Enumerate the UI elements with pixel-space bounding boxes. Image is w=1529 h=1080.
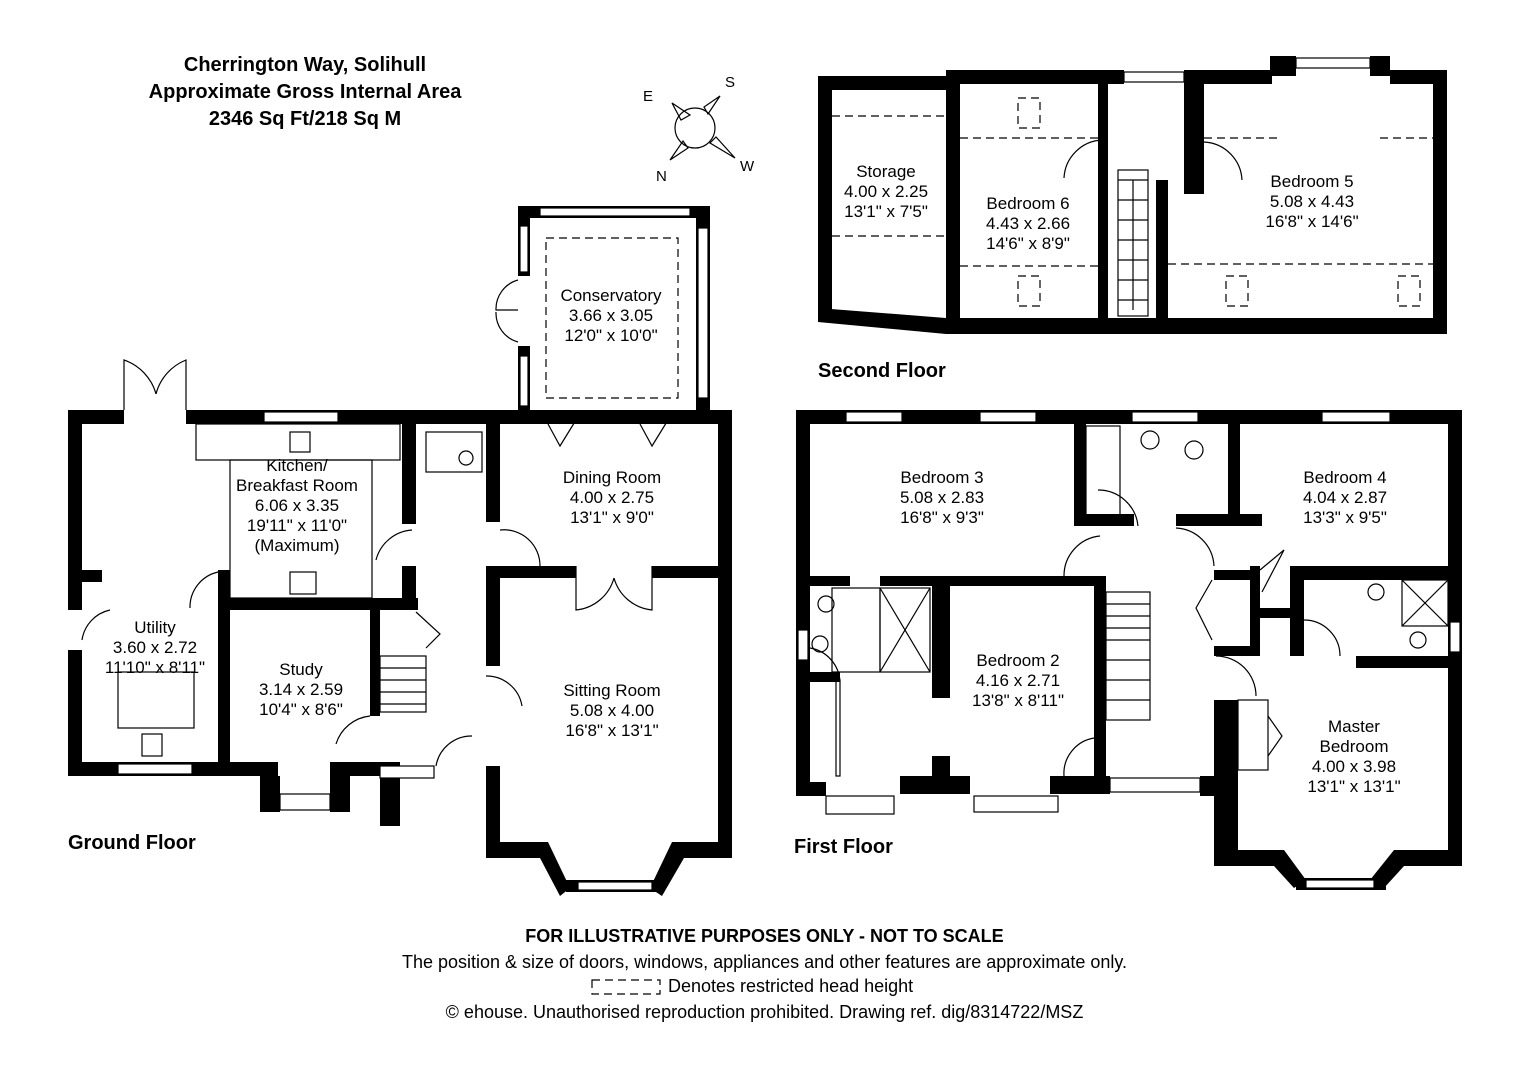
room-bedroom-2: Bedroom 2 4.16 x 2.71 13'8" x 8'11" <box>972 651 1064 711</box>
room-bedroom-5: Bedroom 5 5.08 x 4.43 16'8" x 14'6" <box>1265 172 1358 232</box>
compass-south-label: S <box>725 74 736 91</box>
room-name: Bedroom 4 <box>1303 468 1387 487</box>
room-metric: 4.00 x 2.75 <box>569 488 655 507</box>
room-imperial: 16'8" x 14'6" <box>1265 212 1359 231</box>
room-study: Study 3.14 x 2.59 10'4" x 8'6" <box>259 660 343 720</box>
room-name: Sitting Room <box>563 681 661 700</box>
room-name: Kitchen/ <box>266 456 328 475</box>
compass-west-label: W <box>740 158 755 175</box>
room-name: Bedroom 3 <box>900 468 984 487</box>
room-dining: Dining Room 4.00 x 2.75 13'1" x 9'0" <box>563 468 661 528</box>
room-bedroom-6: Bedroom 6 4.43 x 2.66 14'6" x 8'9" <box>986 194 1070 254</box>
room-name: Conservatory <box>560 286 662 305</box>
room-name: Storage <box>856 162 916 181</box>
room-bedroom-4: Bedroom 4 4.04 x 2.87 13'3" x 9'5" <box>1303 468 1387 528</box>
room-imperial: 16'8" x 13'1" <box>565 721 659 740</box>
area-label: Approximate Gross Internal Area <box>148 81 462 103</box>
room-imperial: 19'11" x 11'0" <box>246 516 348 535</box>
room-metric: 4.00 x 3.98 <box>1311 757 1397 776</box>
copyright-text: © ehouse. Unauthorised reproduction proh… <box>445 1002 1084 1022</box>
room-metric: 4.00 x 2.25 <box>843 182 929 201</box>
room-imperial: 13'1" x 13'1" <box>1307 777 1401 796</box>
room-imperial: 11'10" x 8'11" <box>104 658 206 677</box>
compass-icon <box>669 95 736 161</box>
restricted-height-legend-icon <box>591 979 661 995</box>
compass-east-label: E <box>643 88 654 105</box>
first-floor-label: First Floor <box>794 836 893 858</box>
room-kitchen: Kitchen/ Breakfast Room 6.06 x 3.35 19'1… <box>236 456 358 556</box>
room-name: Master <box>1328 717 1380 736</box>
ground-floor-label: Ground Floor <box>68 832 196 854</box>
room-bedroom-3: Bedroom 3 5.08 x 2.83 16'8" x 9'3" <box>900 468 984 528</box>
room-imperial: 13'1" x 7'5" <box>844 202 928 221</box>
room-imperial: 14'6" x 8'9" <box>986 234 1070 253</box>
room-sitting: Sitting Room 5.08 x 4.00 16'8" x 13'1" <box>563 681 660 741</box>
room-imperial: 13'3" x 9'5" <box>1303 508 1387 527</box>
room-metric: 4.16 x 2.71 <box>975 671 1061 690</box>
room-utility: Utility 3.60 x 2.72 11'10" x 8'11" <box>105 618 205 678</box>
room-metric: 5.08 x 2.83 <box>899 488 985 507</box>
room-name: Utility <box>134 618 176 637</box>
room-metric: 4.04 x 2.87 <box>1302 488 1388 507</box>
room-metric: 5.08 x 4.00 <box>569 701 655 720</box>
room-metric: 3.66 x 3.05 <box>568 306 654 325</box>
room-name: Bedroom 2 <box>976 651 1060 670</box>
approximation-note: The position & size of doors, windows, a… <box>401 952 1128 972</box>
room-metric: 5.08 x 4.43 <box>1269 192 1355 211</box>
room-storage: Storage 4.00 x 2.25 13'1" x 7'5" <box>844 162 928 222</box>
area-value: 2346 Sq Ft/218 Sq M <box>208 108 402 130</box>
second-floor-label: Second Floor <box>818 360 946 382</box>
compass-north-label: N <box>656 168 667 185</box>
room-imperial: 13'1" x 9'0" <box>570 508 654 527</box>
disclaimer-text: FOR ILLUSTRATIVE PURPOSES ONLY - NOT TO … <box>525 926 1004 946</box>
plan-header: Cherrington Way, Solihull Approximate Gr… <box>125 52 485 133</box>
ground-floor-plan <box>68 206 732 896</box>
room-imperial: 16'8" x 9'3" <box>900 508 984 527</box>
legend-text: Denotes restricted head height <box>668 976 914 996</box>
room-name: Bedroom 5 <box>1270 172 1354 191</box>
room-note: (Maximum) <box>254 536 340 555</box>
room-name: Study <box>279 660 323 679</box>
room-name: Bedroom 6 <box>986 194 1070 213</box>
room-master-bedroom: Master Bedroom 4.00 x 3.98 13'1" x 13'1" <box>1307 717 1400 797</box>
room-metric: 6.06 x 3.35 <box>254 496 340 515</box>
room-imperial: 13'8" x 8'11" <box>972 691 1064 710</box>
first-floor-plan <box>796 410 1462 890</box>
room-metric: 3.60 x 2.72 <box>112 638 198 657</box>
room-name: Dining Room <box>562 468 662 487</box>
room-imperial: 10'4" x 8'6" <box>259 700 343 719</box>
address-title: Cherrington Way, Solihull <box>183 54 427 76</box>
room-name-line2: Bedroom <box>1319 737 1389 756</box>
second-floor-plan <box>818 56 1447 334</box>
room-metric: 4.43 x 2.66 <box>985 214 1071 233</box>
room-metric: 3.14 x 2.59 <box>258 680 344 699</box>
room-conservatory: Conservatory 3.66 x 3.05 12'0" x 10'0" <box>560 286 661 346</box>
room-name-line2: Breakfast Room <box>236 476 358 495</box>
room-imperial: 12'0" x 10'0" <box>564 326 658 345</box>
